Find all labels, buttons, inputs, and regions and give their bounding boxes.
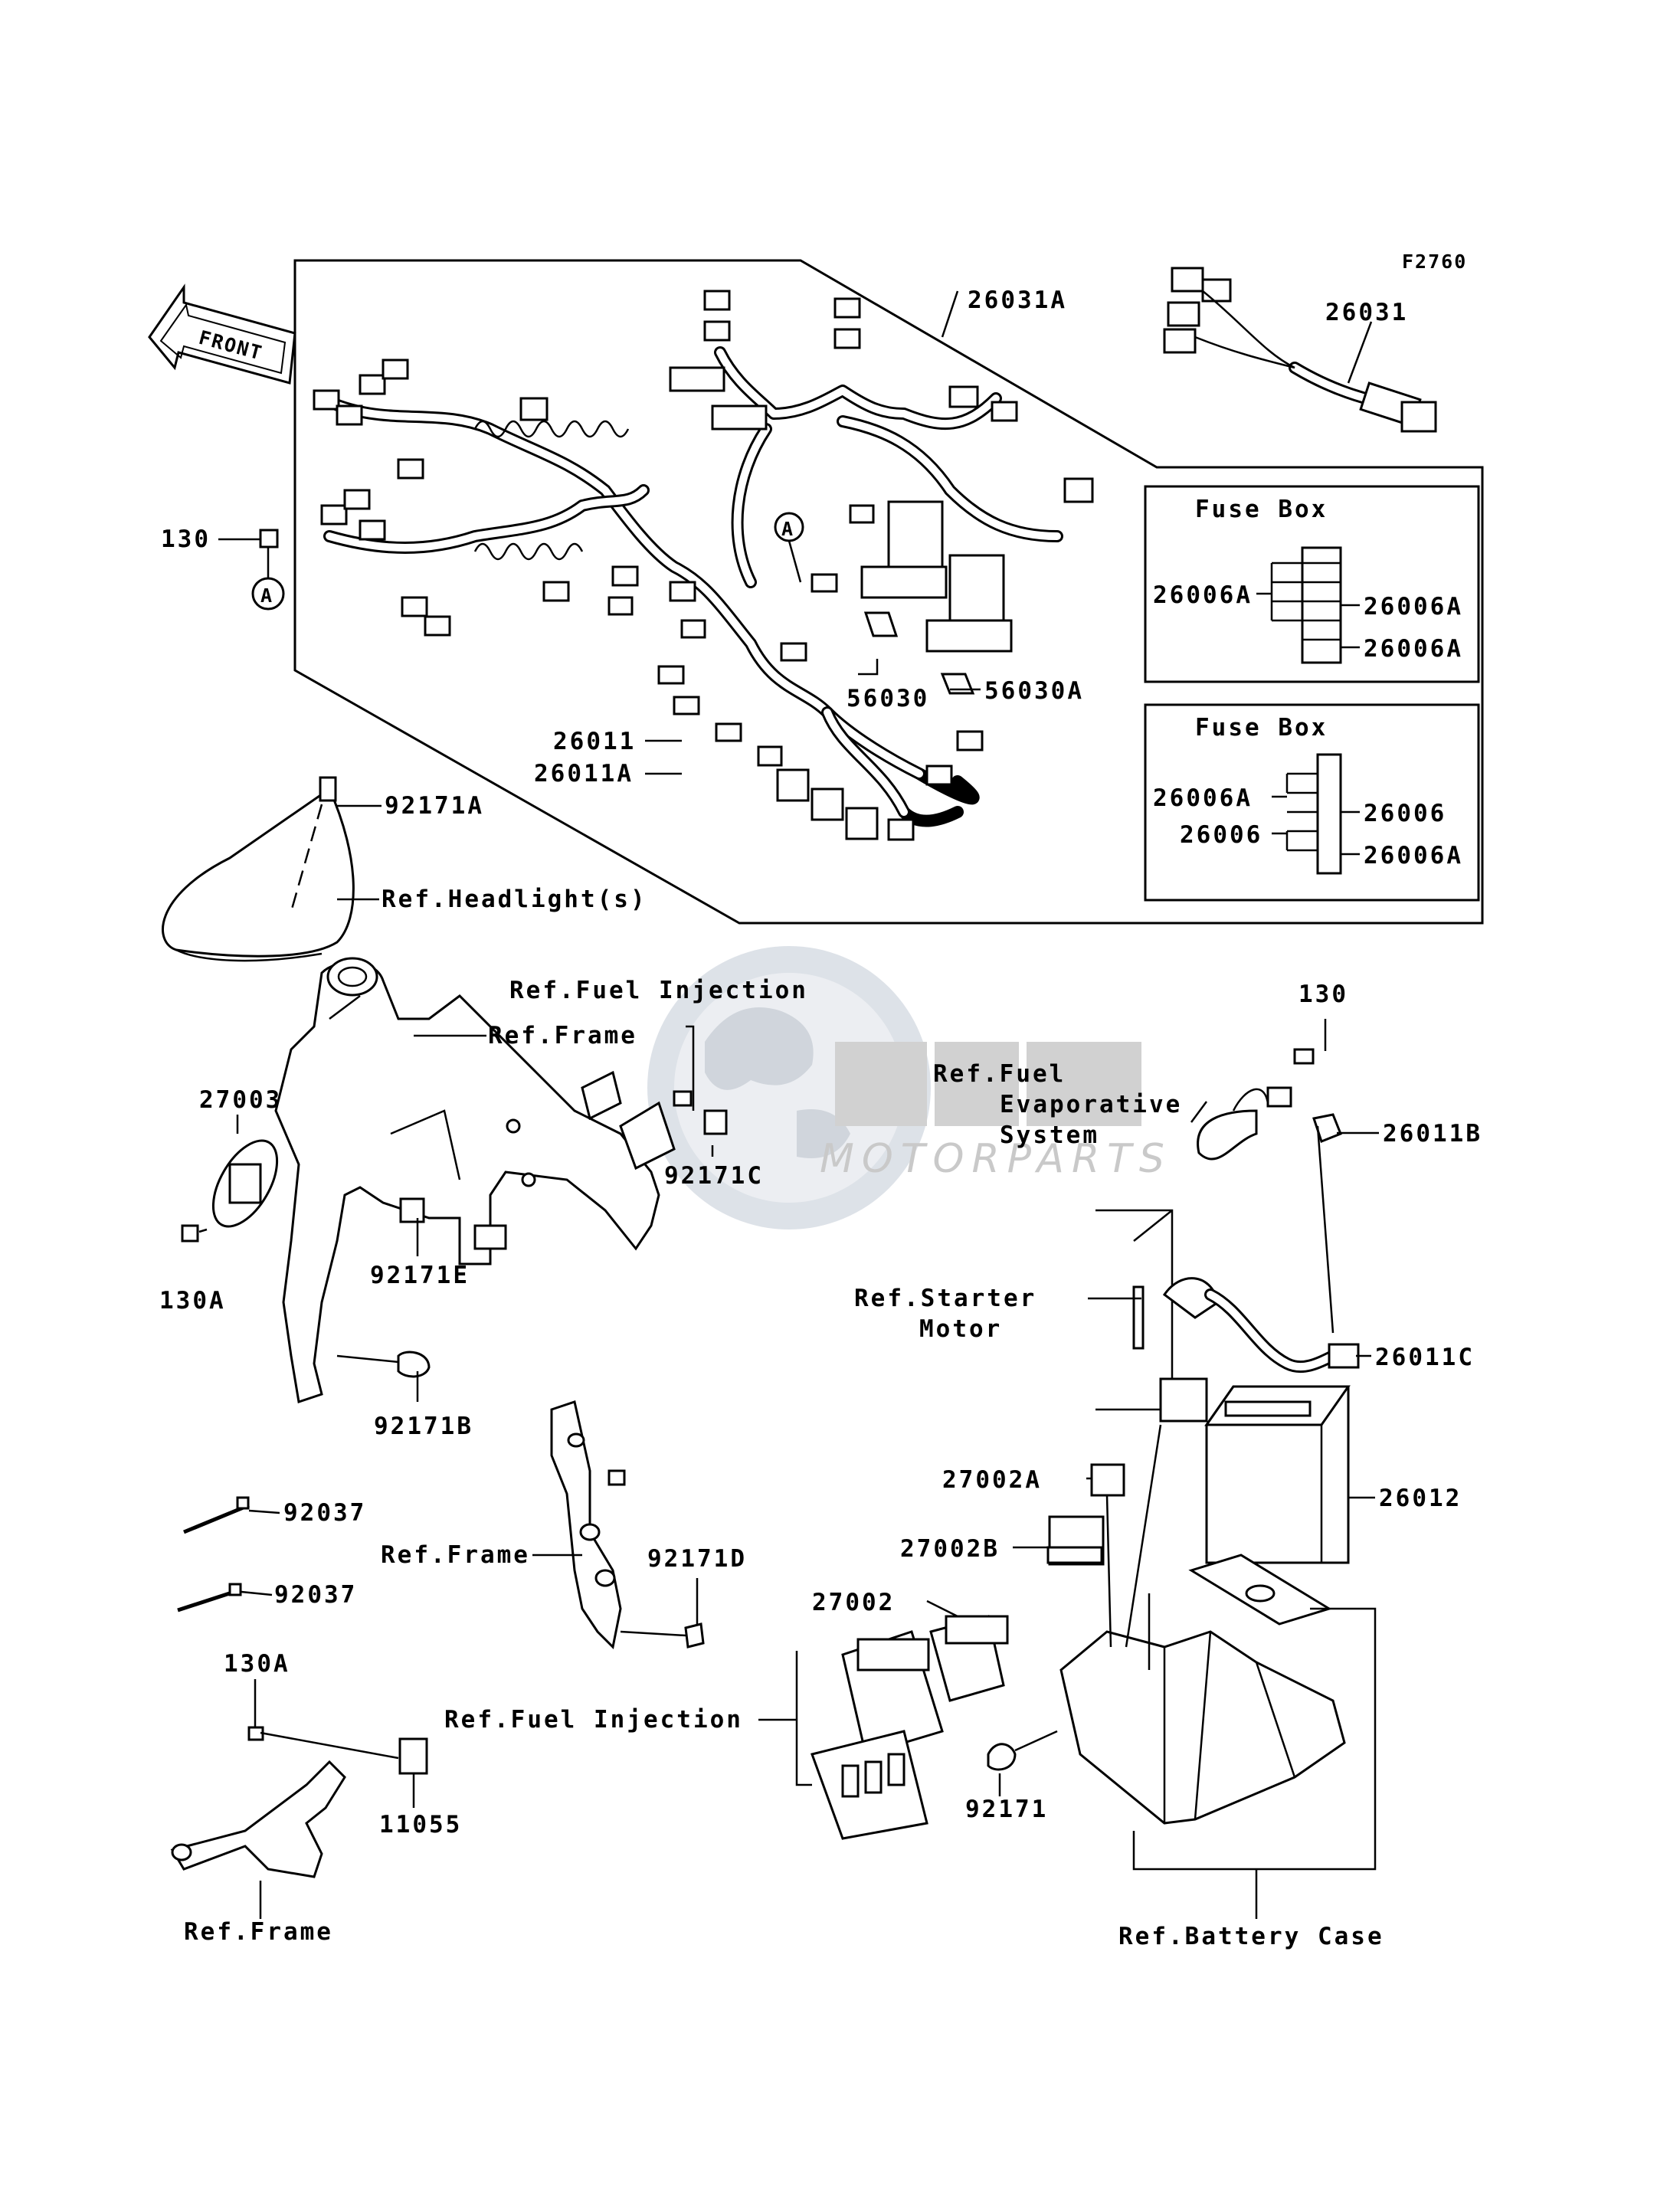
- fuse-box-2-right-bottom: 26006A: [1364, 842, 1463, 869]
- callout-lines: [198, 290, 1379, 1919]
- battery: [1204, 1385, 1351, 1564]
- clip-92171E: [399, 1197, 425, 1223]
- relay-27002B: [1046, 1515, 1105, 1566]
- fuse-box-2-left-top: 26006A: [1153, 784, 1253, 812]
- headlight: [162, 776, 355, 962]
- label-ref-fuel-evap-2: Evaporative: [1000, 1091, 1182, 1118]
- label-ref-battery-case: Ref.Battery Case: [1118, 1923, 1384, 1950]
- harness-frame: [293, 259, 1484, 925]
- svg-text:A: A: [781, 518, 794, 540]
- label-92171D: 92171D: [647, 1545, 747, 1573]
- label-92037-a: 92037: [283, 1499, 366, 1527]
- label-ref-headlight: Ref.Headlight(s): [382, 886, 647, 913]
- fuse-box-2-right-top: 26006: [1364, 800, 1446, 827]
- label-11055: 11055: [379, 1811, 462, 1838]
- ecu-27002: [795, 1615, 1009, 1840]
- main-harness: [313, 290, 1094, 841]
- label-130-right: 130: [1298, 981, 1348, 1008]
- fuse-box-1-title: Fuse Box: [1195, 496, 1328, 523]
- evap-bracket: [1197, 1048, 1342, 1161]
- bracket-fuel-injection: [619, 1090, 728, 1171]
- label-130A-bottom: 130A: [224, 1650, 290, 1678]
- label-26031A: 26031A: [968, 286, 1067, 314]
- watermark: MOTORPARTS: [647, 946, 1172, 1229]
- label-92171C: 92171C: [664, 1162, 764, 1190]
- label-ref-fuel-evap-1: Ref.Fuel: [933, 1060, 1066, 1088]
- fuse-box-1: Fuse Box 26006A 26006A 26006A: [1144, 485, 1480, 683]
- label-ref-fuel-injection-top: Ref.Fuel Injection: [509, 977, 808, 1004]
- front-arrow-icon: FRONT: [148, 283, 296, 385]
- label-ref-fuel-evap-3: System: [1000, 1121, 1099, 1149]
- label-26031: 26031: [1325, 299, 1408, 326]
- label-26011A: 26011A: [534, 760, 634, 787]
- label-27002A: 27002A: [942, 1466, 1042, 1494]
- marker-a-top: A: [774, 512, 804, 583]
- label-56030A: 56030A: [984, 677, 1084, 705]
- battery-case: [1059, 1424, 1346, 1825]
- label-ref-frame-bottom: Ref.Frame: [184, 1918, 333, 1946]
- frame-upper: [274, 957, 660, 1403]
- fuse-box-2: Fuse Box 26006A 26006 26006 26006A: [1144, 703, 1480, 902]
- part-27003: [181, 1139, 279, 1243]
- svg-text:A: A: [260, 584, 273, 607]
- label-56030: 56030: [847, 685, 929, 712]
- fuse-box-1-right-bottom: 26006A: [1364, 635, 1463, 663]
- cable-tie-2: [177, 1583, 242, 1613]
- diagram-code: F2760: [1402, 250, 1467, 273]
- label-26011B: 26011B: [1383, 1120, 1482, 1148]
- watermark-text: MOTORPARTS: [820, 1136, 1172, 1182]
- marker-a-left: A: [251, 529, 285, 611]
- label-130-top-left: 130: [161, 526, 211, 553]
- fuse-box-1-right-top: 26006A: [1364, 593, 1463, 620]
- label-92171E: 92171E: [370, 1262, 470, 1289]
- battery-pad: [1188, 1554, 1332, 1626]
- label-ref-starter-1: Ref.Starter: [854, 1285, 1036, 1312]
- label-26011: 26011: [553, 728, 636, 755]
- fuse-box-2-title: Fuse Box: [1195, 714, 1328, 742]
- label-92171A: 92171A: [385, 792, 484, 820]
- cable-tie-1: [183, 1496, 250, 1534]
- label-27002B: 27002B: [900, 1535, 1000, 1563]
- label-ref-fuel-injection-bottom: Ref.Fuel Injection: [444, 1706, 743, 1734]
- label-92171: 92171: [965, 1796, 1048, 1823]
- label-92171B: 92171B: [374, 1413, 473, 1440]
- label-130A-left: 130A: [159, 1287, 226, 1315]
- label-ref-frame-mid: Ref.Frame: [381, 1541, 530, 1569]
- frame-bottom: [170, 1726, 428, 1878]
- label-26011C: 26011C: [1375, 1344, 1475, 1371]
- starter-relay: [1095, 1125, 1360, 1423]
- label-27002: 27002: [812, 1589, 895, 1616]
- relay-27002A: [1090, 1463, 1125, 1648]
- fuse-box-1-left: 26006A: [1153, 581, 1253, 609]
- frame-mid: [550, 1400, 705, 1650]
- fuse-box-2-left-bottom: 26006: [1180, 821, 1262, 849]
- label-27003: 27003: [199, 1086, 282, 1114]
- label-92037-b: 92037: [274, 1581, 357, 1609]
- label-ref-starter-2: Motor: [919, 1315, 1002, 1343]
- label-ref-frame-top: Ref.Frame: [488, 1022, 637, 1049]
- sub-harness: [1163, 267, 1437, 433]
- clip-92171: [987, 1730, 1058, 1771]
- clip-92171B: [397, 1351, 431, 1378]
- label-26012: 26012: [1379, 1485, 1462, 1512]
